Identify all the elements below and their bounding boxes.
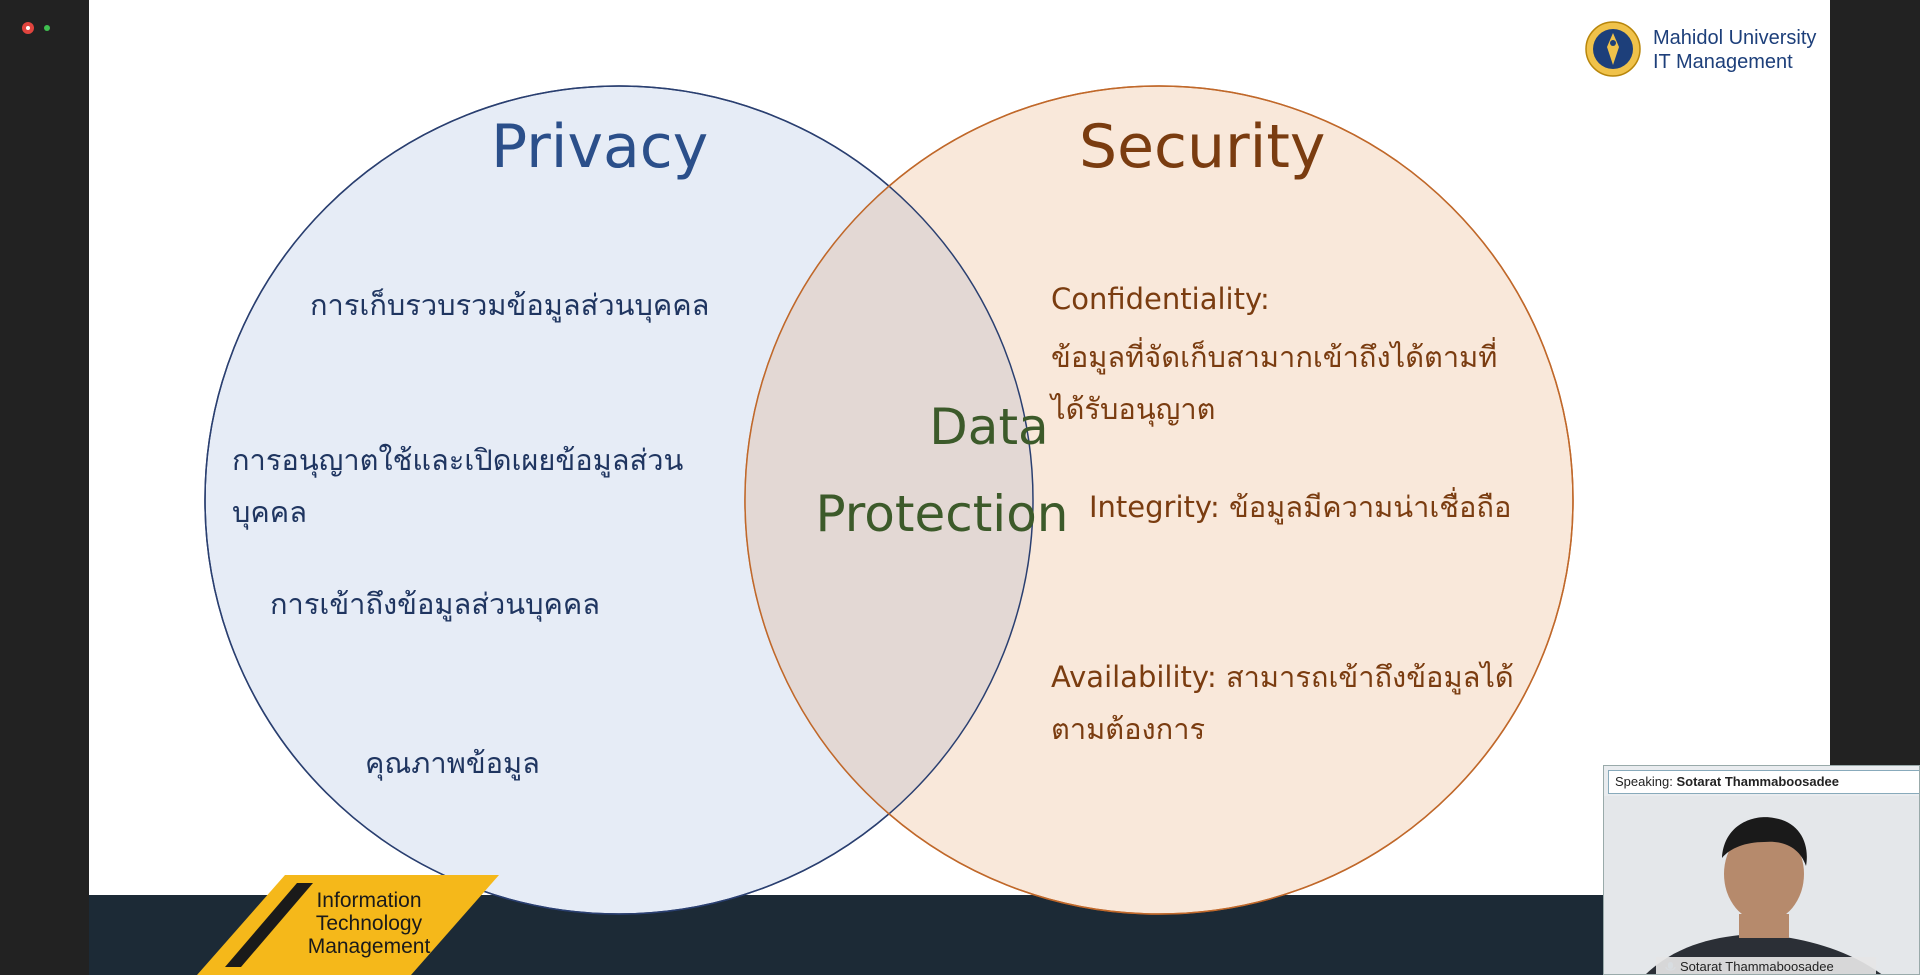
privacy-item-quality: คุณภาพข้อมูล [365, 746, 540, 780]
overlap-title-line1: Data [929, 398, 1049, 456]
security-item-confidentiality-line2: ข้อมูลที่จัดเก็บสามากเข้าถึงได้ตามที่ [1051, 340, 1498, 374]
privacy-item-collection: การเก็บรวบรวมข้อมูลส่วนบุคคล [310, 288, 710, 322]
badge-line3: Management [307, 935, 431, 958]
overlap-title-line2: Protection [815, 485, 1069, 543]
speaking-label: Speaking: [1615, 774, 1673, 789]
logo-line1: Mahidol University [1653, 27, 1817, 49]
speaker-video-feed [1604, 796, 1919, 974]
badge-line2: Technology [315, 912, 423, 935]
speaker-name-tag: Sotarat Thammaboosadee [1656, 957, 1876, 974]
overlap-region [745, 86, 1033, 914]
venn-diagram [204, 85, 1574, 915]
left-window-strip [0, 0, 89, 975]
privacy-item-consent-line1: การอนุญาตใช้และเปิดเผยข้อมูลส่วน [232, 443, 684, 477]
security-item-integrity: Integrity: ข้อมูลมีความน่าเชื่อถือ [1089, 490, 1512, 524]
badge-line1: Information [316, 889, 422, 912]
security-title: Security [1079, 112, 1326, 182]
logo-line2: IT Management [1653, 51, 1793, 73]
security-item-confidentiality-line3: ได้รับอนุญาต [1051, 392, 1216, 426]
record-indicator-icon[interactable] [22, 22, 34, 34]
university-logo-text: Mahidol University IT Management [1653, 26, 1816, 74]
speaking-name: Sotarat Thammaboosadee [1676, 774, 1839, 789]
status-dot-icon [44, 25, 50, 31]
security-item-availability-line1: Availability: สามารถเข้าถึงข้อมูลได้ [1051, 660, 1514, 694]
privacy-item-consent-line2: บุคคล [232, 495, 307, 529]
speaker-silhouette-icon [1604, 796, 1919, 974]
it-management-badge-icon [197, 875, 499, 975]
mahidol-seal-logo-icon [1585, 21, 1641, 77]
speaker-video-panel[interactable]: Speaking: Sotarat Thammaboosadee Sotarat… [1603, 765, 1920, 975]
security-item-availability-line2: ตามต้องการ [1051, 712, 1206, 746]
speaking-indicator-bar: Speaking: Sotarat Thammaboosadee [1608, 770, 1919, 794]
security-item-confidentiality-line1: Confidentiality: [1051, 282, 1270, 316]
privacy-item-access: การเข้าถึงข้อมูลส่วนบุคคล [270, 587, 601, 621]
privacy-title: Privacy [491, 112, 709, 182]
presentation-slide: Privacy Security Data Protection การเก็บ… [89, 0, 1830, 975]
it-badge-text: Information Technology Management [289, 889, 449, 958]
